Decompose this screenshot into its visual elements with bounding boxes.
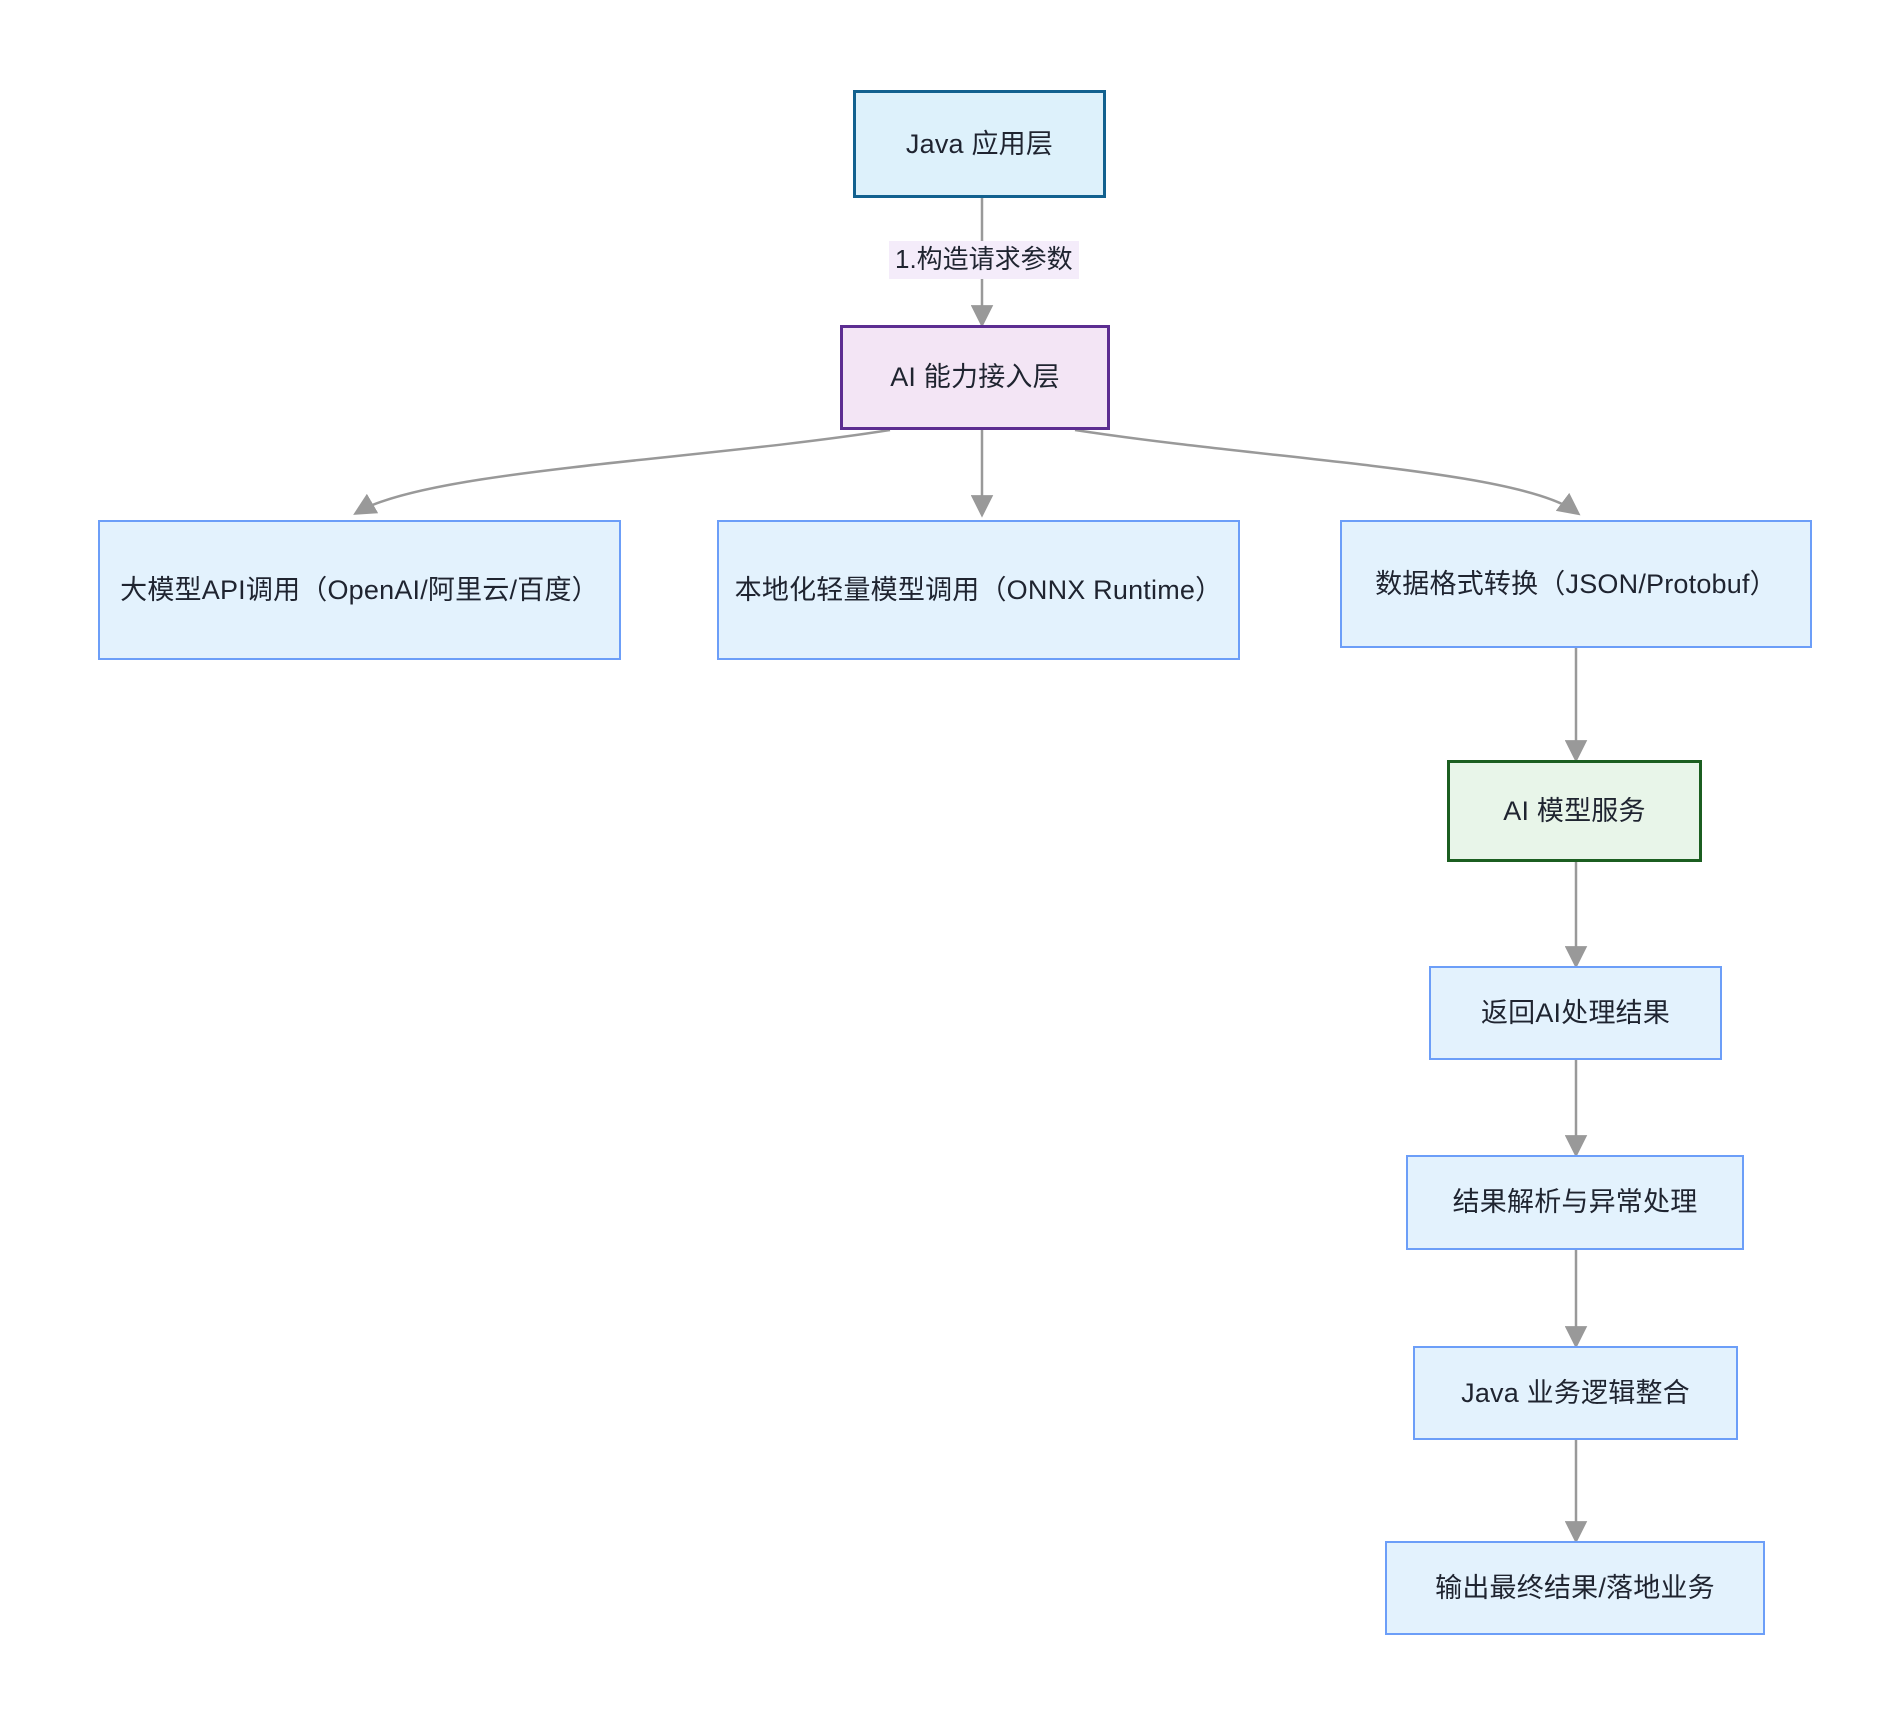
node-large-model-api-call[interactable]: 大模型API调用（OpenAI/阿里云/百度） — [98, 520, 621, 660]
edge-ai-layer-to-large-model-api — [353, 428, 891, 515]
node-return-ai-result[interactable]: 返回AI处理结果 — [1429, 966, 1722, 1060]
edge-label-construct-request-params: 1.构造请求参数 — [889, 241, 1079, 279]
node-result-parse-exception[interactable]: 结果解析与异常处理 — [1406, 1155, 1744, 1250]
node-java-business-logic[interactable]: Java 业务逻辑整合 — [1413, 1346, 1738, 1440]
node-label: Java 应用层 — [905, 128, 1054, 159]
node-label: AI 模型服务 — [1503, 795, 1646, 826]
node-ai-capability-layer[interactable]: AI 能力接入层 — [840, 325, 1110, 430]
node-label: Java 业务逻辑整合 — [1461, 1377, 1690, 1408]
node-java-app-layer[interactable]: Java 应用层 — [853, 90, 1106, 198]
node-local-lightweight-model-call[interactable]: 本地化轻量模型调用（ONNX Runtime） — [717, 520, 1240, 660]
node-label: 大模型API调用（OpenAI/阿里云/百度） — [120, 574, 599, 605]
edge-ai-layer-to-data-format — [1074, 428, 1581, 516]
node-final-output[interactable]: 输出最终结果/落地业务 — [1385, 1541, 1765, 1635]
node-label: 本地化轻量模型调用（ONNX Runtime） — [734, 574, 1223, 605]
node-label: AI 能力接入层 — [890, 362, 1060, 393]
node-data-format-conversion[interactable]: 数据格式转换（JSON/Protobuf） — [1340, 520, 1812, 648]
node-label: 返回AI处理结果 — [1480, 997, 1671, 1028]
node-label: 数据格式转换（JSON/Protobuf） — [1375, 568, 1777, 599]
node-ai-model-service[interactable]: AI 模型服务 — [1447, 760, 1702, 862]
node-label: 输出最终结果/落地业务 — [1435, 1572, 1715, 1603]
node-label: 结果解析与异常处理 — [1452, 1187, 1698, 1218]
